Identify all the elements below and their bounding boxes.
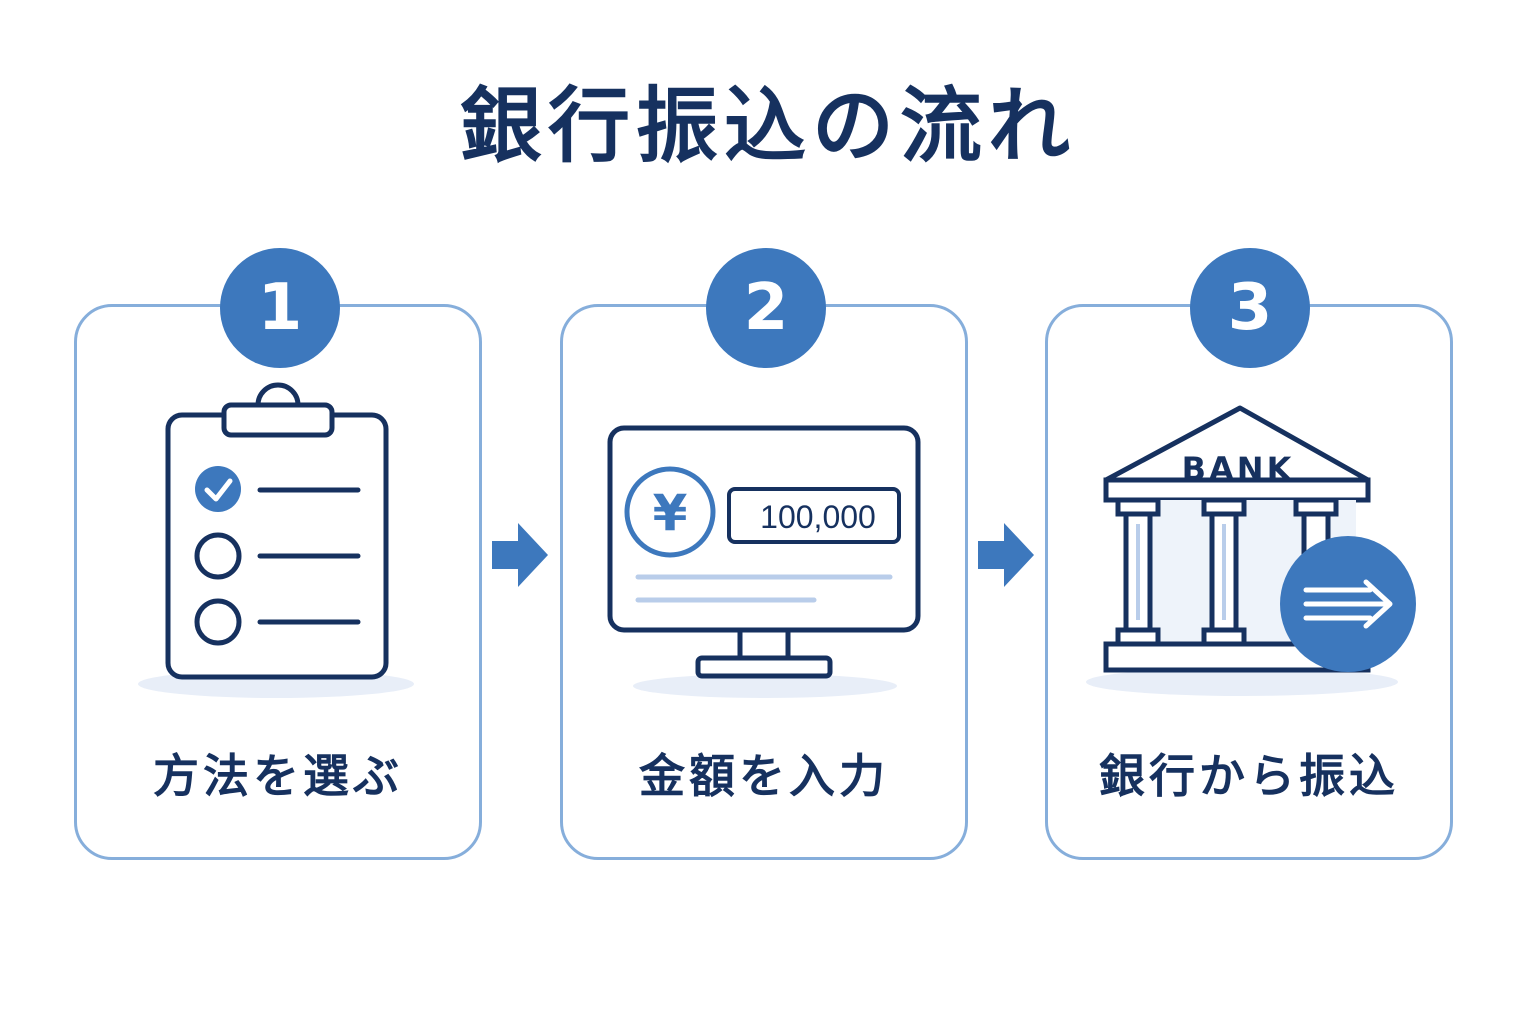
step-number-badge-3: 3 [1190, 248, 1310, 368]
amount-field: 100,000 [727, 487, 901, 544]
yen-symbol: ¥ [653, 484, 688, 542]
arrow-right-icon [492, 523, 548, 587]
step-number-badge-2: 2 [706, 248, 826, 368]
transfer-arrow-icon [1280, 536, 1416, 672]
step-number-badge-1: 1 [220, 248, 340, 368]
arrow-right-icon [978, 523, 1034, 587]
bank-sign-text: BANK [1182, 450, 1295, 488]
monitor-icon [607, 425, 921, 698]
step-label-3: 銀行から振込 [1099, 749, 1399, 803]
clipboard-checklist-icon [138, 382, 414, 698]
step-label-2: 金額を入力 [639, 749, 889, 803]
page-title: 銀行振込の流れ [459, 79, 1076, 174]
amount-value: 100,000 [760, 499, 876, 535]
step-label-1: 方法を選ぶ [153, 749, 403, 803]
yen-coin-icon: ¥ [624, 466, 716, 558]
